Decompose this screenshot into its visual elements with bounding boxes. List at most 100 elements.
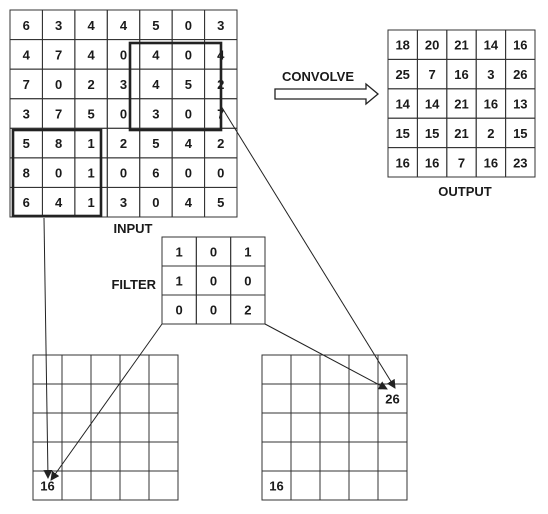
result-right-cell [377,470,408,501]
input-value: 4 [23,47,31,62]
input-window-top-right [128,41,223,132]
input-value: 2 [217,136,224,151]
output-value: 15 [395,126,409,141]
output-value: 16 [454,67,468,82]
connector-filter-to-right-grid [264,323,388,390]
result-left-cell [61,441,92,472]
result-right-cell [290,354,321,385]
connector-filter-to-left-grid [50,323,163,481]
output-cell [505,147,536,178]
output-value: 13 [513,97,527,112]
result-right-cell [348,354,379,385]
input-value: 7 [55,107,62,122]
input-value: 1 [87,136,94,151]
connector-lines [43,105,396,481]
result-right-cell [290,470,321,501]
input-value: 8 [55,136,62,151]
output-value: 20 [425,38,439,53]
input-value: 7 [23,77,30,92]
output-value: 23 [513,155,527,170]
input-value: 0 [120,47,127,62]
result-left-cell [90,441,121,472]
result-left-cell [119,441,150,472]
result-left-value: 16 [40,479,54,494]
input-value: 4 [55,195,63,210]
hollow-arrow-icon [274,82,380,106]
input-value: 0 [185,47,192,62]
filter-value: 2 [244,303,251,318]
connector-window-to-right-grid [220,105,396,389]
input-value: 5 [152,136,159,151]
input-value: 4 [152,77,160,92]
filter-value: 0 [176,303,183,318]
output-value: 21 [454,126,468,141]
input-value: 0 [152,195,159,210]
result-left-cell [148,412,179,443]
result-left-cell [90,354,121,385]
filter-value: 1 [176,245,183,260]
result-left-cell [61,383,92,414]
input-value: 3 [120,195,127,210]
result-right-cell [319,354,350,385]
input-value: 2 [87,77,94,92]
output-value: 26 [513,67,527,82]
input-value: 3 [55,18,62,33]
output-value: 7 [428,67,435,82]
result-right-value: 16 [269,479,283,494]
input-value: 6 [23,195,30,210]
result-right-cell [319,441,350,472]
result-right-cell [261,383,292,414]
output-value: 16 [484,155,498,170]
output-value: 21 [454,38,468,53]
result-left-cell [32,383,63,414]
filter-value: 0 [210,303,217,318]
result-left-cell [119,412,150,443]
filter-value: 0 [210,274,217,289]
filter-value: 0 [210,245,217,260]
output-value: 16 [395,155,409,170]
result-left-cell [148,441,179,472]
output-value: 14 [425,97,440,112]
output-value: 15 [513,126,527,141]
result-right-cell [319,470,350,501]
result-right-cell [377,354,408,385]
input-value: 3 [23,107,30,122]
input-value: 0 [120,166,127,181]
output-value: 2 [487,126,494,141]
input-label: INPUT [114,221,153,236]
input-value: 0 [55,166,62,181]
input-value: 0 [120,107,127,122]
result-left-cell [90,470,121,501]
input-value: 5 [23,136,30,151]
filter-label: FILTER [111,277,156,292]
filter-value: 1 [176,274,183,289]
input-window-bottom-left [11,128,103,218]
result-left-cell [148,354,179,385]
result-left-cell [61,470,92,501]
output-value: 21 [454,97,468,112]
input-value: 3 [152,107,159,122]
result-right-cell [377,441,408,472]
result-right-cell [261,354,292,385]
input-value: 1 [87,166,94,181]
filter-cell [230,294,266,325]
output-value: 16 [513,38,527,53]
output-value: 18 [395,38,409,53]
input-value: 0 [217,166,224,181]
result-right-cell [261,412,292,443]
input-value: 4 [87,18,95,33]
filter-value: 0 [244,274,251,289]
result-left-cell [119,470,150,501]
input-value: 0 [185,107,192,122]
output-value: 16 [484,97,498,112]
convolve-label: CONVOLVE [282,69,354,84]
output-value: 15 [425,126,439,141]
input-value: 5 [152,18,159,33]
input-value: 7 [55,47,62,62]
result-right-value: 26 [385,392,399,407]
